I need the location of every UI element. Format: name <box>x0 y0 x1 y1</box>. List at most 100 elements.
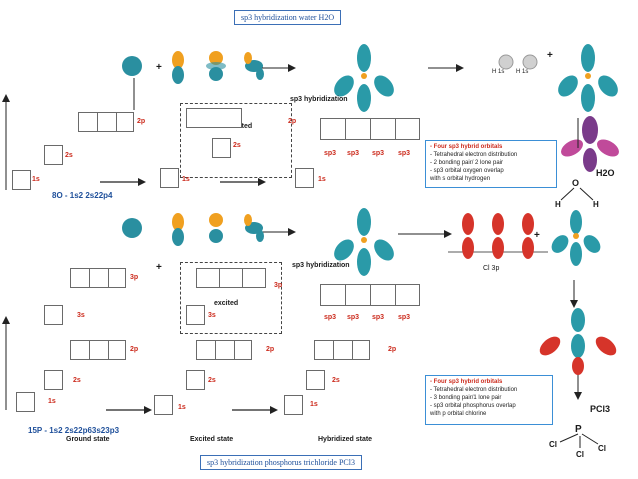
h1s-label: H 1s <box>516 69 529 75</box>
orbital-box-1s-p <box>16 392 35 412</box>
s-orbital-sphere <box>122 56 142 76</box>
label-2p-ground-p: 2p <box>130 346 139 353</box>
p-orbital-y <box>209 213 223 243</box>
orbital-cell <box>321 285 346 305</box>
excited-label-p: excited <box>214 300 239 307</box>
orbital-box-2p-hybrid <box>314 340 370 360</box>
info-line: - Tetrahedral electron distribution <box>430 152 518 158</box>
orbital-cell <box>371 119 396 139</box>
orbital-cell <box>71 341 90 359</box>
hydrogen-s-orbital <box>498 54 514 70</box>
orbital-cell <box>71 269 90 287</box>
orbital-cell <box>90 269 109 287</box>
info-line: - Four sp3 hybrid orbitals <box>430 379 503 385</box>
orbital-cell <box>353 341 371 359</box>
lewis-phosphorus: P <box>575 424 582 435</box>
label-3p-ground: 3p <box>130 274 139 281</box>
s-orbital-sphere <box>122 218 142 238</box>
orbital-cell <box>346 119 371 139</box>
cl-p-orbital <box>492 213 504 259</box>
phosphorus-title: sp3 hybridization phosphorus trichloride… <box>200 455 362 470</box>
orbital-box-3p <box>70 268 126 288</box>
sp3-label: sp3 <box>347 314 360 321</box>
water-molecule-orbitals <box>561 116 619 172</box>
sp3-orbitals-pcl3-right <box>551 210 601 266</box>
plus-sign: + <box>156 262 162 273</box>
sp3-hybrid-box-p <box>320 284 420 306</box>
orbital-cell <box>197 269 220 287</box>
lewis-chlorine: Cl <box>598 444 606 453</box>
orbital-box-2s-excited <box>212 138 231 158</box>
oxygen-config: 8O - 1s2 2s22p4 <box>52 191 113 200</box>
sp3-label: sp3 <box>324 314 337 321</box>
orbital-cell <box>321 119 346 139</box>
sp3-label: sp3 <box>372 314 385 321</box>
p-orbital-x <box>172 213 184 246</box>
orbital-box-1s-excited-p <box>154 395 173 415</box>
info-line: - Four sp3 hybrid orbitals <box>430 144 503 150</box>
label-1s-hybrid: 1s <box>318 176 326 183</box>
orbital-cell <box>197 341 216 359</box>
phosphorus-config: 15P - 1s2 2s22p63s23p3 <box>28 426 120 435</box>
chlorine-3p-orbitals <box>462 213 534 259</box>
lewis-chlorine: Cl <box>576 450 584 459</box>
info-line: with s orbital hydrogen <box>430 176 491 182</box>
orbital-cell <box>216 341 235 359</box>
hybridized-state-label: Hybridized state <box>318 436 373 443</box>
sp3-hybrid-box <box>320 118 420 140</box>
orbital-cell <box>346 285 371 305</box>
label-2s-ground-p: 2s <box>73 377 81 384</box>
info-line: - sp3 orbital oxygen overlap <box>430 168 504 174</box>
p-orbital-y <box>206 51 226 81</box>
water-info-box: - Four sp3 hybrid orbitals - Tetrahedral… <box>425 140 557 188</box>
info-line: - 3 bonding pair/1 lone pair <box>430 395 502 401</box>
sp3-label: sp3 <box>398 150 411 157</box>
hydrogen-s-orbital <box>522 54 538 70</box>
orbital-box-2p-excited <box>186 108 242 128</box>
lewis-hydrogen-left: H <box>555 200 561 209</box>
ground-state-label: Ground state <box>66 436 110 443</box>
orbital-cell <box>235 341 253 359</box>
orbital-box-2p-excited-p <box>196 340 252 360</box>
lewis-oxygen: O <box>572 178 580 188</box>
info-line: - 2 bonding pair/ 2 lone pair <box>430 160 504 166</box>
lewis-bonds-water <box>560 187 594 201</box>
water-title: sp3 hybridization water H2O <box>234 10 342 25</box>
cl3p-label: Cl 3p <box>483 265 500 272</box>
label-2p-excited-p: 2p <box>266 346 275 353</box>
label-1s-excited: 1s <box>182 176 190 183</box>
label-2s-excited-p: 2s <box>208 377 216 384</box>
hybridization-label-p: sp3 hybridization <box>292 262 350 269</box>
label-1s-ground: 1s <box>32 176 40 183</box>
label-3p-excited: 3p <box>274 282 283 289</box>
p-orbital-z <box>244 52 264 80</box>
label-2p-hybrid: 2p <box>388 346 397 353</box>
plus-sign: + <box>534 230 540 241</box>
orbital-cell <box>315 341 334 359</box>
label-1s-ground-p: 1s <box>48 398 56 405</box>
sp3-label: sp3 <box>398 314 411 321</box>
orbital-cell <box>90 341 109 359</box>
label-2p-ground: 2p <box>137 118 146 125</box>
h1s-label: H 1s <box>492 69 505 75</box>
sp3-label: sp3 <box>347 150 360 157</box>
orbital-box-1s <box>12 170 31 190</box>
sp3-orbitals-water-right <box>558 44 618 112</box>
info-line: - sp3 orbital phosphorus overlap <box>430 403 516 409</box>
orbital-cell <box>98 113 117 131</box>
sp3-label: sp3 <box>372 150 385 157</box>
label-1s-hybrid-p: 1s <box>310 401 318 408</box>
info-line: with p orbital chlorine <box>430 411 487 417</box>
label-1s-excited-p: 1s <box>178 404 186 411</box>
sp3-label: sp3 <box>324 150 337 157</box>
orbital-box-2s-hybrid <box>306 370 325 390</box>
orbital-box-3s-excited <box>186 305 205 325</box>
orbital-cell <box>396 285 421 305</box>
water-formula: H2O <box>596 168 615 178</box>
orbital-cell <box>334 341 353 359</box>
hybridization-label: sp3 hybridization <box>290 96 348 103</box>
orbital-cell <box>109 269 127 287</box>
excited-state-label: Excited state <box>190 436 234 443</box>
sp3-tetrahedral-orbitals-oxygen <box>334 44 394 112</box>
